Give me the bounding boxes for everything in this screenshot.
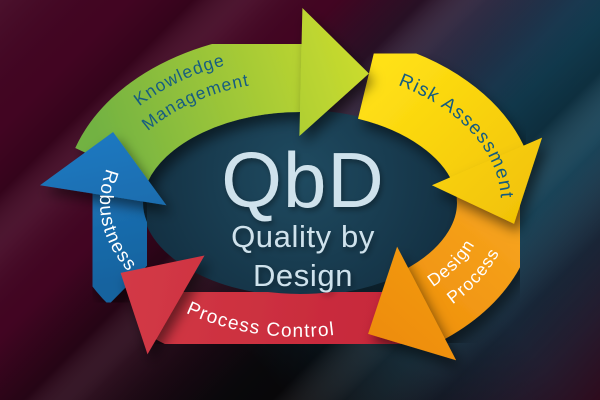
- center-title: QbD Quality by Design: [221, 136, 384, 293]
- process-design-arrowhead-icon: [368, 246, 457, 361]
- process-control-arrowhead-icon: [120, 255, 205, 355]
- risk-assessment-arrowhead-icon: [431, 137, 543, 224]
- center-disc: [142, 110, 458, 296]
- qbd-subtitle-line-2: Design: [253, 258, 353, 293]
- risk-assessment-arc: [357, 41, 527, 185]
- qbd-acronym: QbD: [221, 136, 384, 224]
- cycle-arrowheads: [40, 8, 543, 361]
- robustness-arc: [63, 183, 166, 305]
- knowledge-management-arrowhead-icon: [299, 8, 369, 136]
- knowledge-management-arc: [75, 32, 308, 183]
- robustness-arrowhead-icon: [40, 132, 167, 206]
- qbd-subtitle-line-1: Quality by: [231, 219, 375, 254]
- process-control-arc: [150, 266, 406, 374]
